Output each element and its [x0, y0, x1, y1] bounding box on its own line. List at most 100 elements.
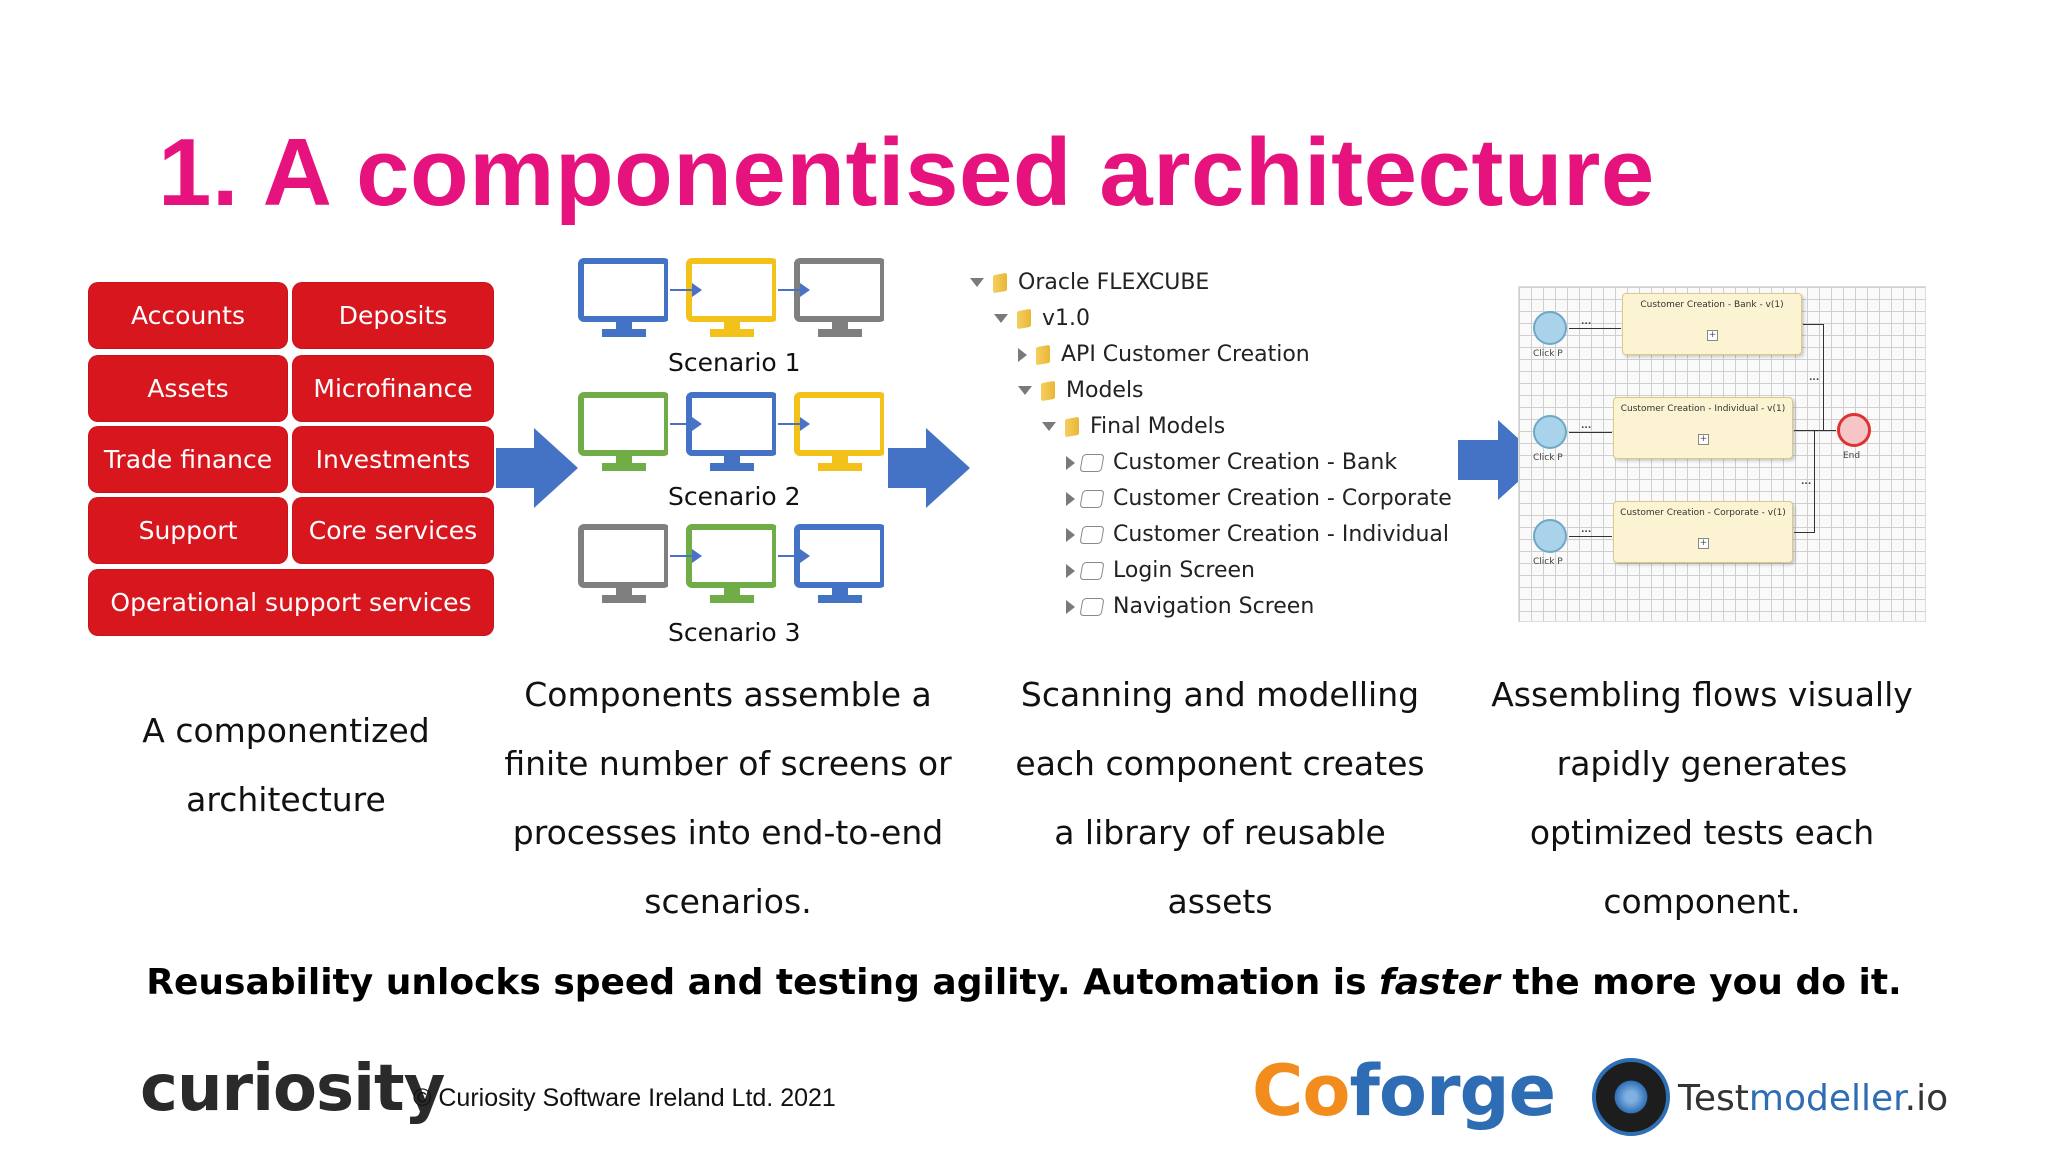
tree-item[interactable]: Login Screen	[1066, 558, 1255, 583]
start-node[interactable]	[1533, 415, 1567, 449]
tagline-part: the more you do it.	[1499, 962, 1902, 1003]
caption-line: processes into end-to-end	[512, 813, 944, 852]
start-node[interactable]	[1533, 519, 1567, 553]
flow-box-bank[interactable]: Customer Creation - Bank - v(1) +	[1622, 293, 1802, 355]
monitor-icon	[686, 524, 776, 603]
flow-box-label: Customer Creation - Corporate - v(1)	[1620, 508, 1786, 518]
end-node[interactable]	[1837, 413, 1871, 447]
expand-triangle-icon[interactable]	[1066, 599, 1075, 614]
expand-triangle-icon[interactable]	[1066, 455, 1075, 470]
model-icon	[1079, 489, 1105, 508]
connector	[1823, 324, 1824, 430]
caption-flows: Assembling flows visually rapidly genera…	[1480, 660, 1924, 936]
tree-item[interactable]: Customer Creation - Bank	[1066, 450, 1397, 475]
logo-text-part: Test	[1678, 1078, 1749, 1119]
testmodeller-logo-text: Testmodeller.io	[1678, 1078, 1948, 1119]
flow-diagram: Customer Creation - Bank - v(1) + Custom…	[1518, 286, 1926, 622]
monitor-icon	[578, 524, 668, 603]
expand-icon[interactable]: +	[1698, 434, 1709, 445]
curiosity-logo: curiosity	[140, 1052, 445, 1126]
folder-icon	[1014, 308, 1034, 330]
tree-item[interactable]: API Customer Creation	[1018, 342, 1310, 367]
monitor-icon	[794, 524, 884, 603]
arrow-right-icon	[496, 428, 578, 508]
expand-triangle-icon[interactable]	[1066, 527, 1075, 542]
monitor-icon	[794, 258, 884, 337]
collapse-triangle-icon[interactable]	[1042, 422, 1056, 431]
caption-line: rapidly generates	[1556, 744, 1848, 783]
scenario-3-label: Scenario 3	[668, 618, 801, 647]
scenario-1-label: Scenario 1	[668, 348, 801, 377]
component-trade-finance: Trade finance	[88, 426, 288, 493]
tree-item[interactable]: Navigation Screen	[1066, 594, 1314, 619]
caption-line: Components assemble a	[524, 675, 932, 714]
caption-line: each component creates	[1015, 744, 1425, 783]
expand-triangle-icon[interactable]	[1066, 491, 1075, 506]
expand-triangle-icon[interactable]	[1066, 563, 1075, 578]
tree-item[interactable]: Customer Creation - Individual	[1066, 522, 1449, 547]
tree-item-label: Login Screen	[1113, 558, 1255, 583]
collapse-triangle-icon[interactable]	[994, 314, 1008, 323]
folder-icon	[1033, 344, 1053, 366]
folder-icon	[1062, 416, 1082, 438]
model-icon	[1079, 453, 1105, 472]
collapse-triangle-icon[interactable]	[1018, 386, 1032, 395]
component-microfinance: Microfinance	[292, 355, 494, 422]
tree-item-label: Final Models	[1090, 414, 1226, 439]
caption-line: architecture	[186, 780, 386, 819]
tree-item-label: Models	[1066, 378, 1144, 403]
caption-line: Scanning and modelling	[1020, 675, 1420, 714]
ellipsis: ...	[1581, 525, 1592, 535]
tree-item-label: Customer Creation - Bank	[1113, 450, 1398, 475]
tree-item-label: v1.0	[1042, 306, 1091, 331]
connector	[1803, 324, 1823, 325]
tree-item[interactable]: Customer Creation - Corporate	[1066, 486, 1452, 511]
arrow-right-icon	[1458, 420, 1542, 500]
flow-box-corporate[interactable]: Customer Creation - Corporate - v(1) +	[1613, 501, 1793, 563]
tree-item-label: Customer Creation - Individual	[1113, 522, 1450, 547]
monitor-icon	[794, 392, 884, 471]
caption-line: Assembling flows visually	[1491, 675, 1913, 714]
component-support: Support	[88, 497, 288, 564]
flow-box-label: Customer Creation - Individual - v(1)	[1620, 404, 1786, 414]
end-node-label: End	[1843, 451, 1861, 461]
monitor-icon	[686, 392, 776, 471]
tree-item-label: Customer Creation - Corporate	[1113, 486, 1452, 511]
expand-icon[interactable]: +	[1707, 330, 1718, 341]
tree-item[interactable]: Models	[1018, 378, 1144, 403]
folder-icon	[990, 272, 1010, 294]
monitor-icon	[578, 258, 668, 337]
caption-line: a library of reusable	[1054, 813, 1386, 852]
logo-letters: forge	[1349, 1050, 1556, 1132]
logo-text-part: modeller	[1748, 1078, 1905, 1119]
connector	[1814, 430, 1815, 533]
link-arrow-icon	[778, 549, 810, 563]
caption-modelling: Scanning and modelling each component cr…	[990, 660, 1450, 936]
caption-componentized: A componentized architecture	[100, 696, 472, 834]
collapse-triangle-icon[interactable]	[970, 278, 984, 287]
tree-item[interactable]: v1.0	[994, 306, 1090, 331]
expand-triangle-icon[interactable]	[1018, 347, 1027, 362]
caption-line: optimized tests each	[1529, 813, 1875, 852]
flow-box-label: Customer Creation - Bank - v(1)	[1640, 300, 1784, 310]
expand-icon[interactable]: +	[1698, 538, 1709, 549]
scenario-2-label: Scenario 2	[668, 482, 801, 511]
ellipsis: ...	[1581, 317, 1592, 327]
connector	[1794, 430, 1836, 431]
tree-item[interactable]: Final Models	[1042, 414, 1225, 439]
tree-item[interactable]: Oracle FLEXCUBE	[970, 270, 1209, 295]
caption-line: A componentized	[142, 711, 430, 750]
start-node-label: Click P	[1533, 453, 1563, 463]
copyright-notice: © Curiosity Software Ireland Ltd. 2021	[413, 1084, 836, 1112]
component-investments: Investments	[292, 426, 494, 493]
caption-line: finite number of screens or	[504, 744, 952, 783]
model-icon	[1079, 561, 1105, 580]
start-node[interactable]	[1533, 311, 1567, 345]
component-deposits: Deposits	[292, 282, 494, 349]
tagline: Reusability unlocks speed and testing ag…	[0, 962, 2048, 1003]
model-icon	[1079, 597, 1105, 616]
ellipsis: ...	[1581, 421, 1592, 431]
caption-line: assets	[1167, 882, 1273, 921]
flow-box-individual[interactable]: Customer Creation - Individual - v(1) +	[1613, 397, 1793, 459]
component-assets: Assets	[88, 355, 288, 422]
